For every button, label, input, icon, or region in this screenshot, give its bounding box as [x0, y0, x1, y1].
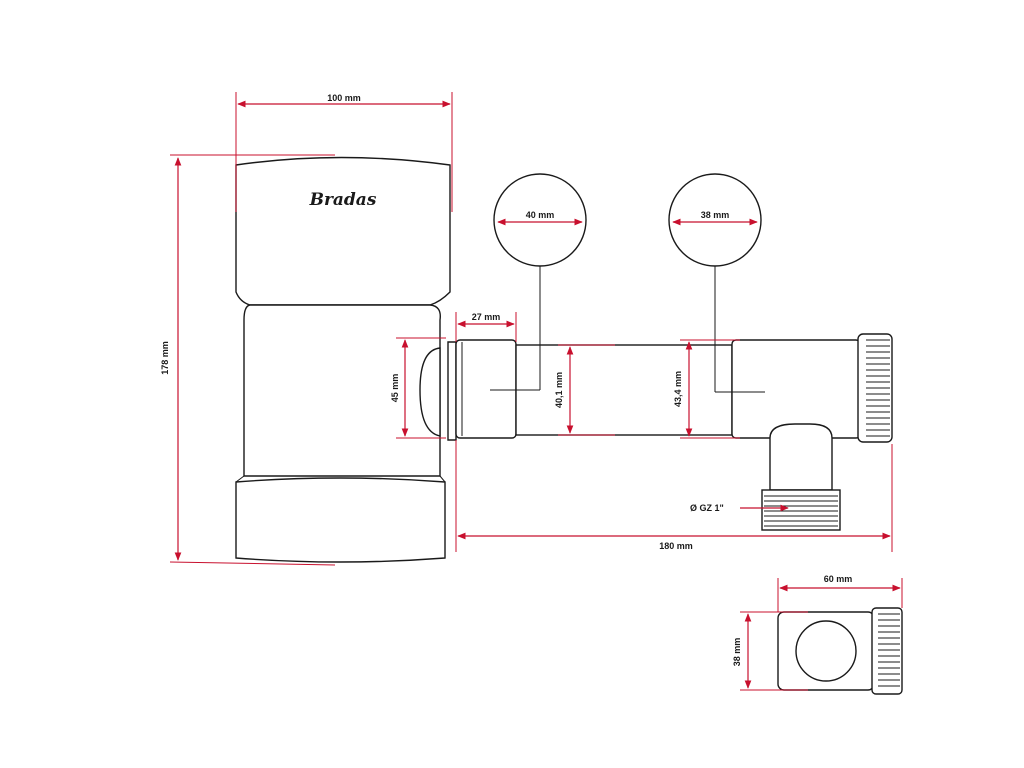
pipe-body [515, 344, 733, 436]
threaded-outlet [761, 489, 841, 531]
outlet-tee [769, 423, 833, 491]
horizontal-pipe [455, 333, 893, 531]
dim-side-height: 38 mm [732, 638, 742, 667]
dim-height: 178 mm [160, 341, 170, 375]
pipe-sleeve-left [455, 339, 517, 439]
side-inlet [419, 341, 457, 441]
dim-pipe-outer: 43,4 mm [673, 371, 683, 407]
middle-shaft [243, 304, 441, 477]
top-cap [235, 156, 451, 306]
side-view-bore [795, 620, 857, 682]
dim-side-width: 60 mm [824, 574, 853, 584]
dim-pipe-inner: 40,1 mm [554, 372, 564, 408]
nut-knurling [866, 339, 890, 437]
side-view-nut [871, 607, 903, 695]
bottom-collar [235, 477, 446, 563]
dim-thread: Ø GZ 1" [690, 503, 724, 513]
main-body: Bradas [235, 156, 451, 563]
dim-detail-left: 40 mm [526, 210, 555, 220]
side-view [777, 607, 903, 695]
brand-logo: Bradas [309, 190, 377, 210]
dim-top-width: 100 mm [327, 93, 361, 103]
dim-length: 180 mm [659, 541, 693, 551]
dim-detail-right: 38 mm [701, 210, 730, 220]
detail-circle-40 [493, 173, 587, 267]
dim-inlet-diameter: 45 mm [390, 374, 400, 403]
dim-inlet-depth: 27 mm [472, 312, 501, 322]
detail-circle-38 [668, 173, 762, 267]
